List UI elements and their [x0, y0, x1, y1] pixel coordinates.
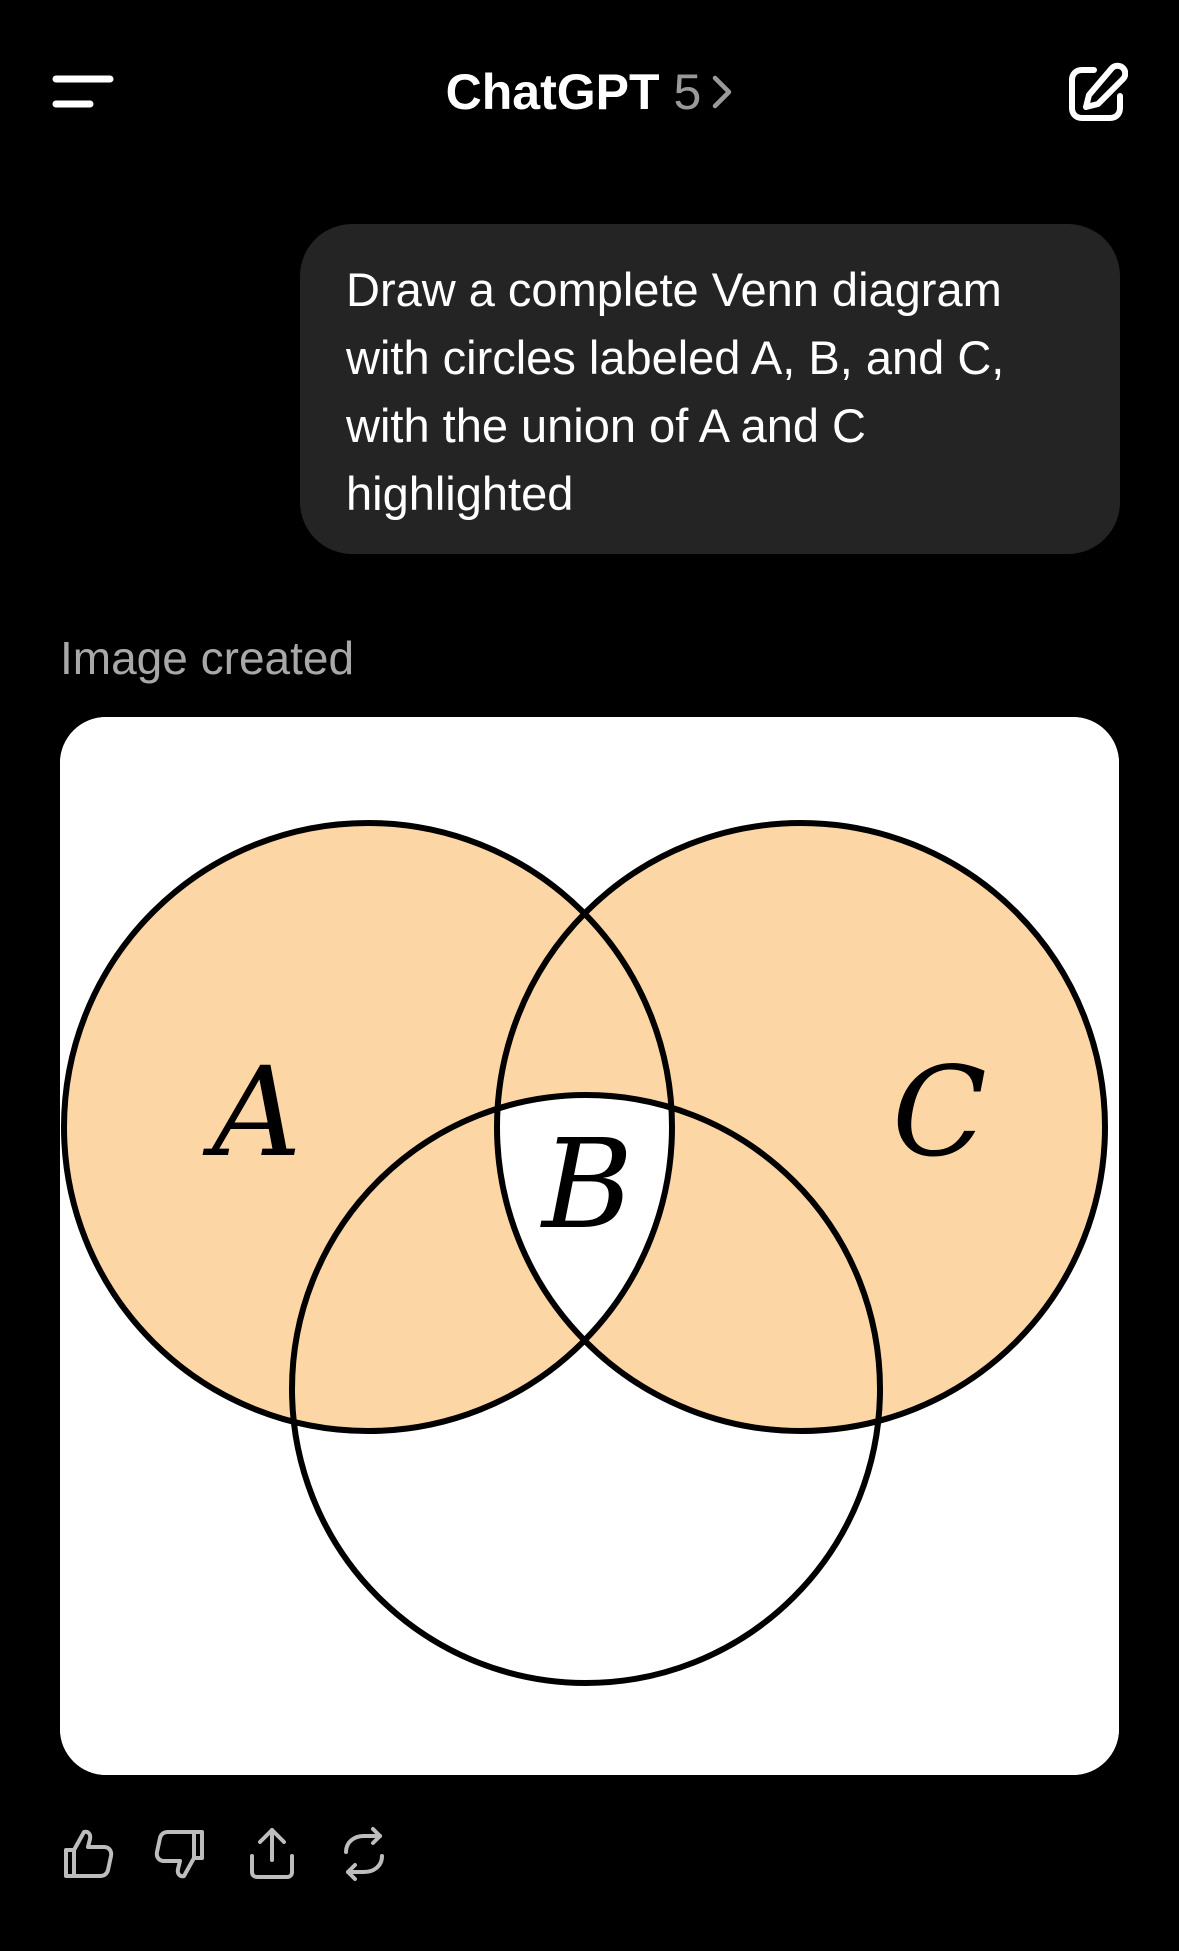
app-title: ChatGPT	[445, 64, 660, 120]
circle-c-outline	[494, 820, 1108, 1434]
image-created-label: Image created	[60, 632, 355, 684]
share-button[interactable]	[244, 1826, 300, 1882]
label-c: C	[892, 1041, 987, 1185]
circle-b-outline	[289, 1092, 883, 1686]
regenerate-icon	[344, 1827, 384, 1881]
like-button[interactable]	[60, 1826, 116, 1882]
dislike-button[interactable]	[152, 1826, 208, 1882]
generated-image[interactable]: A B C	[60, 717, 1119, 1775]
circle-a-fill	[64, 823, 672, 1431]
user-message-bubble: Draw a complete Venn diagram with circle…	[300, 224, 1120, 554]
share-icon	[250, 1828, 294, 1879]
label-b: B	[540, 1113, 633, 1257]
circle-a-outline	[61, 820, 675, 1434]
new-chat-button[interactable]	[1064, 62, 1129, 126]
label-a: A	[202, 1041, 302, 1185]
venn-diagram: A B C	[60, 717, 1119, 1775]
model-version: 5	[673, 64, 702, 120]
menu-icon	[52, 75, 114, 108]
edit-icon	[1069, 62, 1129, 121]
circle-c-fill	[497, 823, 1105, 1431]
regenerate-button[interactable]	[336, 1826, 392, 1882]
thumbs-down-icon	[154, 1830, 204, 1879]
thumbs-up-icon	[64, 1829, 114, 1878]
menu-button[interactable]	[52, 70, 114, 118]
chevron-right-icon	[711, 61, 733, 125]
